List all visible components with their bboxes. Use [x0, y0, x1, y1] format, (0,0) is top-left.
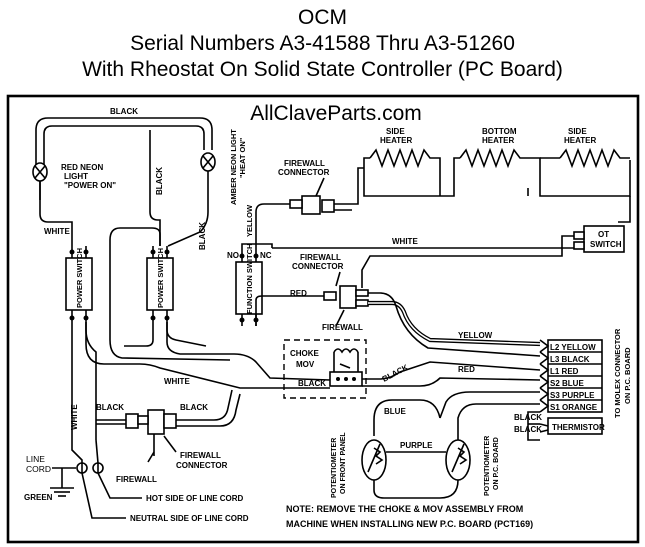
label-pot-board-b: ON P.C. BOARD [493, 437, 500, 490]
label-white-low: WHITE [164, 377, 190, 386]
thermistor-box [539, 417, 603, 435]
title-ocm: OCM [298, 6, 347, 29]
wiring-diagram: AllClaveParts.com BLACK RED NEON LIGHT "… [6, 94, 640, 544]
ot-switch [573, 225, 625, 253]
connector-pin-5: S3 PURPLE [550, 391, 595, 400]
molex-connector [539, 339, 603, 413]
label-black-thermistor-1: BLACK [514, 413, 542, 422]
label-black-choke: BLACK [298, 379, 326, 388]
connector-pin-6: S1 ORANGE [550, 403, 598, 412]
label-no: NO [227, 251, 239, 260]
label-side-heater-2a: SIDE [568, 127, 587, 136]
label-firewall-connector-3a: FIREWALL [180, 451, 221, 460]
watermark: AllClaveParts.com [250, 102, 422, 125]
label-side-heater-1b: HEATER [380, 136, 413, 145]
line-cord-icon [71, 439, 104, 474]
label-black-diag: BLACK [381, 363, 410, 384]
label-red-neon-1: RED NEON [61, 163, 103, 172]
label-white-vert: WHITE [70, 404, 79, 430]
power-switch-1 [65, 246, 93, 322]
ground-icon [50, 468, 74, 497]
label-black-low-2: BLACK [180, 403, 208, 412]
label-firewall-mid: FIREWALL [322, 323, 363, 332]
label-red-neon-3: "POWER ON" [64, 181, 116, 190]
label-yellow-right: YELLOW [458, 331, 493, 340]
label-line-cord-b: CORD [26, 464, 51, 474]
label-pot-front-b: ON FRONT PANEL [340, 432, 347, 494]
label-pot-board-a: POTENTIOMETER [484, 436, 491, 496]
connector-pin-1: L2 YELLOW [550, 343, 596, 352]
label-firewall-connector-1a: FIREWALL [284, 159, 325, 168]
red-neon-light-icon [32, 162, 48, 182]
label-neutral-side: NEUTRAL SIDE OF LINE CORD [130, 514, 249, 523]
label-amber-neon-1: AMBER NEON LIGHT [229, 129, 238, 205]
label-firewall-connector-3b: CONNECTOR [176, 461, 228, 470]
label-bottom-heater-a: BOTTOM [482, 127, 517, 136]
label-molex-b: ON P.C. BOARD [623, 347, 632, 404]
function-switch [235, 250, 263, 326]
label-red-right: RED [458, 365, 475, 374]
label-amber-neon-2: "HEAT ON" [238, 137, 247, 178]
label-pot-front-a: POTENTIOMETER [331, 438, 338, 498]
potentiometer-front-icon [361, 439, 387, 481]
label-side-heater-2b: HEATER [564, 136, 597, 145]
firewall-connector-3 [125, 409, 177, 435]
label-yellow-vert: YELLOW [245, 204, 254, 237]
choke-coil-icon [329, 348, 363, 387]
label-black-vert-2: BLACK [198, 222, 207, 250]
label-choke: CHOKE [290, 349, 320, 358]
bottom-heater-icon [459, 147, 528, 169]
label-black-low-1: BLACK [96, 403, 124, 412]
connector-pin-2: L3 BLACK [550, 355, 590, 364]
firewall-connector-1 [289, 195, 335, 215]
title-rheostat: With Rheostat On Solid State Controller … [82, 58, 563, 81]
side-heater-2-icon [540, 147, 630, 169]
diagram-frame [6, 94, 640, 544]
title-serial-numbers: Serial Numbers A3-41588 Thru A3-51260 [130, 32, 515, 55]
label-line-cord-a: LINE [26, 454, 45, 464]
label-white-left: WHITE [44, 227, 70, 236]
amber-neon-light-icon [200, 152, 216, 172]
label-molex-a: TO MOLEX CONNECTOR [613, 328, 622, 418]
label-ot-switch-a: OT [598, 230, 609, 239]
label-bottom-heater-b: HEATER [482, 136, 515, 145]
label-red-short: RED [290, 289, 307, 298]
label-nc: NC [260, 251, 272, 260]
note-line-2: MACHINE WHEN INSTALLING NEW P.C. BOARD (… [286, 519, 533, 529]
label-firewall-low: FIREWALL [116, 475, 157, 484]
label-function-switch: FUNCTION SWITCH [245, 244, 254, 314]
label-power-switch-1: POWER SWITCH [75, 248, 84, 308]
label-black-vert-1: BLACK [155, 167, 164, 195]
label-blue: BLUE [384, 407, 406, 416]
label-black-top: BLACK [110, 107, 138, 116]
label-purple: PURPLE [400, 441, 433, 450]
label-ot-switch-b: SWITCH [590, 240, 622, 249]
label-power-switch-2: POWER SWITCH [156, 248, 165, 308]
potentiometer-board-icon [445, 439, 471, 481]
connector-pin-4: S2 BLUE [550, 379, 584, 388]
label-firewall-connector-2a: FIREWALL [300, 253, 341, 262]
label-side-heater-1a: SIDE [386, 127, 405, 136]
power-switch-2 [146, 246, 174, 322]
label-firewall-connector-1b: CONNECTOR [278, 168, 330, 177]
label-thermistor: THERMISTOR [552, 423, 605, 432]
choke-mov-box [283, 339, 367, 399]
label-black-thermistor-2: BLACK [514, 425, 542, 434]
connector-pin-3: L1 RED [550, 367, 579, 376]
label-hot-side: HOT SIDE OF LINE CORD [146, 494, 244, 503]
firewall-connector-2 [323, 285, 369, 309]
side-heater-1-icon [369, 147, 441, 188]
label-red-neon-2: LIGHT [64, 172, 88, 181]
note-line-1: NOTE: REMOVE THE CHOKE & MOV ASSEMBLY FR… [286, 504, 523, 514]
label-firewall-connector-2b: CONNECTOR [292, 262, 344, 271]
label-mov: MOV [296, 360, 315, 369]
label-green: GREEN [24, 493, 53, 502]
label-white-mid: WHITE [392, 237, 418, 246]
